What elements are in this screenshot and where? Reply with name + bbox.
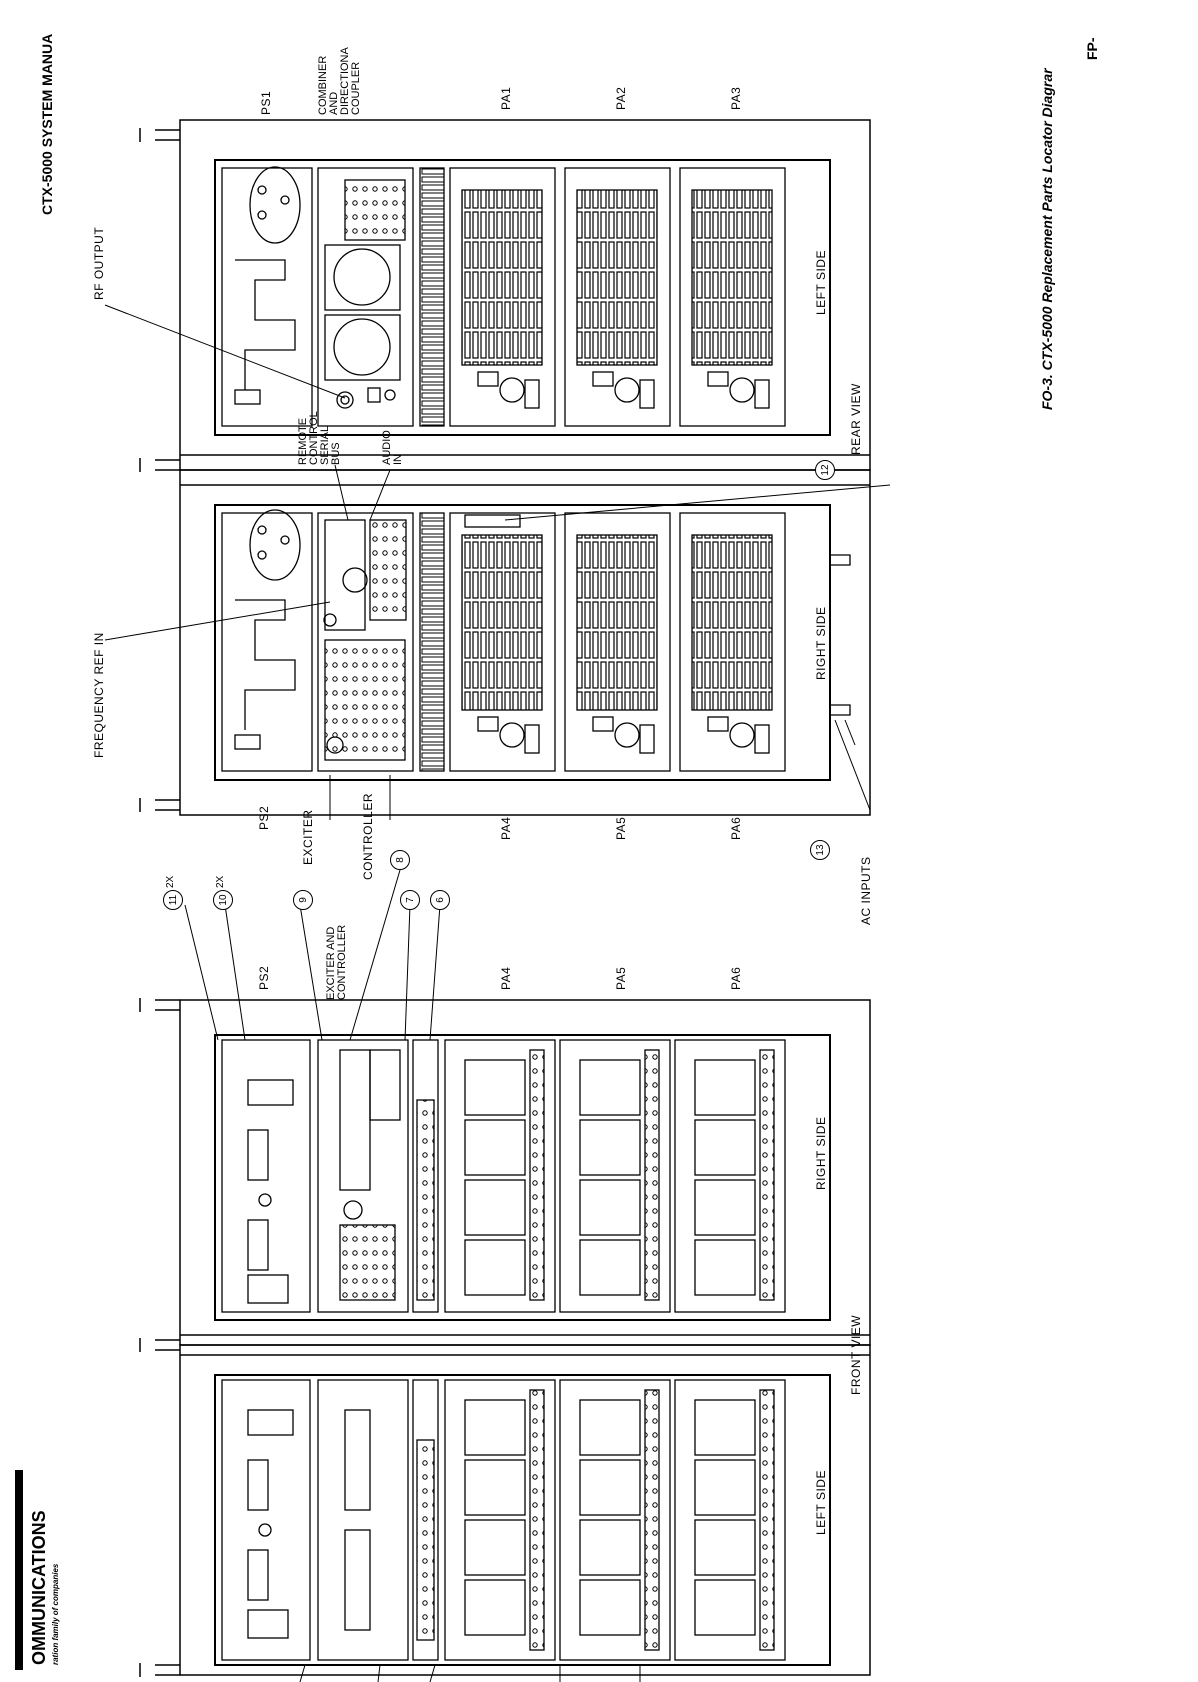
callout-9: 9 [293, 890, 313, 910]
front-ps2-module [221, 1039, 311, 1313]
figure-caption: FO-3. CTX-5000 Replacement Parts Locator… [1039, 68, 1055, 410]
rear-view-cabinet [179, 119, 871, 816]
front-label-pa6: PA6 [729, 966, 743, 990]
rear-label-combiner: COMBINER AND DIRECTIONA COUPLER [317, 47, 362, 115]
front-breaker-panel [412, 1039, 439, 1313]
rear-pa2-module [564, 167, 671, 427]
logo-text: OMMUNICATIONS [29, 1510, 49, 1665]
front-label-pa5: PA5 [614, 966, 628, 990]
rear-pa6-module [679, 512, 786, 772]
front-pa6-module [674, 1039, 786, 1313]
callout-10-qty: 2X [215, 875, 226, 888]
ac-inputs-label: AC INPUTS [859, 856, 873, 925]
page-id: FP- [1084, 37, 1100, 60]
rear-label-pa5: PA5 [614, 816, 628, 840]
callout-11-qty: 2X [165, 875, 176, 888]
front-ps1-module [221, 1379, 311, 1661]
front-label-ps2: PS2 [257, 965, 271, 990]
rear-pa3-module [679, 167, 786, 427]
front-label-pa4: PA4 [499, 966, 513, 990]
front-blank-panel [317, 1379, 409, 1661]
rear-ps1-module [221, 166, 313, 427]
rear-left-side-frame [179, 119, 871, 471]
front-view-label: FRONT VIEW [849, 1314, 863, 1395]
rear-ac-input-tabs [830, 554, 851, 716]
callout-7: 7 [400, 890, 420, 910]
front-left-side-label: LEFT SIDE [814, 1470, 828, 1535]
front-pa5-module [559, 1039, 671, 1313]
front-right-side-label: RIGHT SIDE [814, 1116, 828, 1190]
rear-bottom-fan-strip [419, 512, 445, 772]
rear-label-pa1: PA1 [499, 86, 513, 110]
rear-label-pa3: PA3 [729, 86, 743, 110]
logo-subtitle: ration family of companies [51, 1563, 60, 1665]
audio-in-label: AUDIO IN [381, 430, 404, 465]
rear-pa1-module [449, 167, 556, 427]
rear-label-ps1: PS1 [259, 90, 273, 115]
rear-right-side-label: RIGHT SIDE [814, 606, 828, 680]
callout-12: 12 [815, 460, 835, 480]
rear-label-ps2: PS2 [257, 805, 271, 830]
front-left-breaker-panel [412, 1379, 439, 1661]
rear-view-label: REAR VIEW [849, 383, 863, 455]
rear-ps2-module [221, 509, 313, 772]
callout-6: 6 [430, 890, 450, 910]
callout-13: 13 [810, 840, 830, 860]
rear-label-controller: CONTROLLER [361, 792, 375, 880]
rf-output-label: RF OUTPUT [92, 226, 106, 300]
rear-combiner-module [317, 167, 414, 427]
frequency-ref-in-label: FREQUENCY REF IN [92, 632, 106, 758]
callout-11: 11 [163, 890, 183, 910]
front-label-exciter-controller: EXCITER AND CONTROLLER [325, 924, 348, 1000]
remote-control-label: REMOTE CONTROL SERIAL BUS [297, 411, 342, 465]
front-leader-lines [184, 869, 641, 1682]
manual-title: CTX-5000 SYSTEM MANUA [39, 33, 55, 215]
front-pa2-module [559, 1379, 671, 1661]
logo-bar [15, 1470, 23, 1670]
front-left-side-frame [179, 1344, 871, 1676]
front-pa4-module [444, 1039, 556, 1313]
rear-label-pa4: PA4 [499, 816, 513, 840]
lift-eyes [139, 128, 180, 1677]
front-exciter-controller-module [317, 1039, 409, 1313]
rear-exciter-controller-module [317, 512, 414, 772]
rear-label-pa6: PA6 [729, 816, 743, 840]
callout-8: 8 [390, 850, 410, 870]
rear-pa4-module [449, 512, 556, 772]
rear-top-fan-strip [419, 167, 445, 427]
rear-label-pa2: PA2 [614, 86, 628, 110]
front-view-cabinet [179, 999, 871, 1676]
rear-left-side-label: LEFT SIDE [814, 250, 828, 315]
callout-10: 10 [213, 890, 233, 910]
rear-leader-lines [104, 304, 891, 820]
front-pa1-module [444, 1379, 556, 1661]
front-pa3-module [674, 1379, 786, 1661]
rear-pa5-module [564, 512, 671, 772]
rear-label-exciter: EXCITER [301, 809, 315, 865]
